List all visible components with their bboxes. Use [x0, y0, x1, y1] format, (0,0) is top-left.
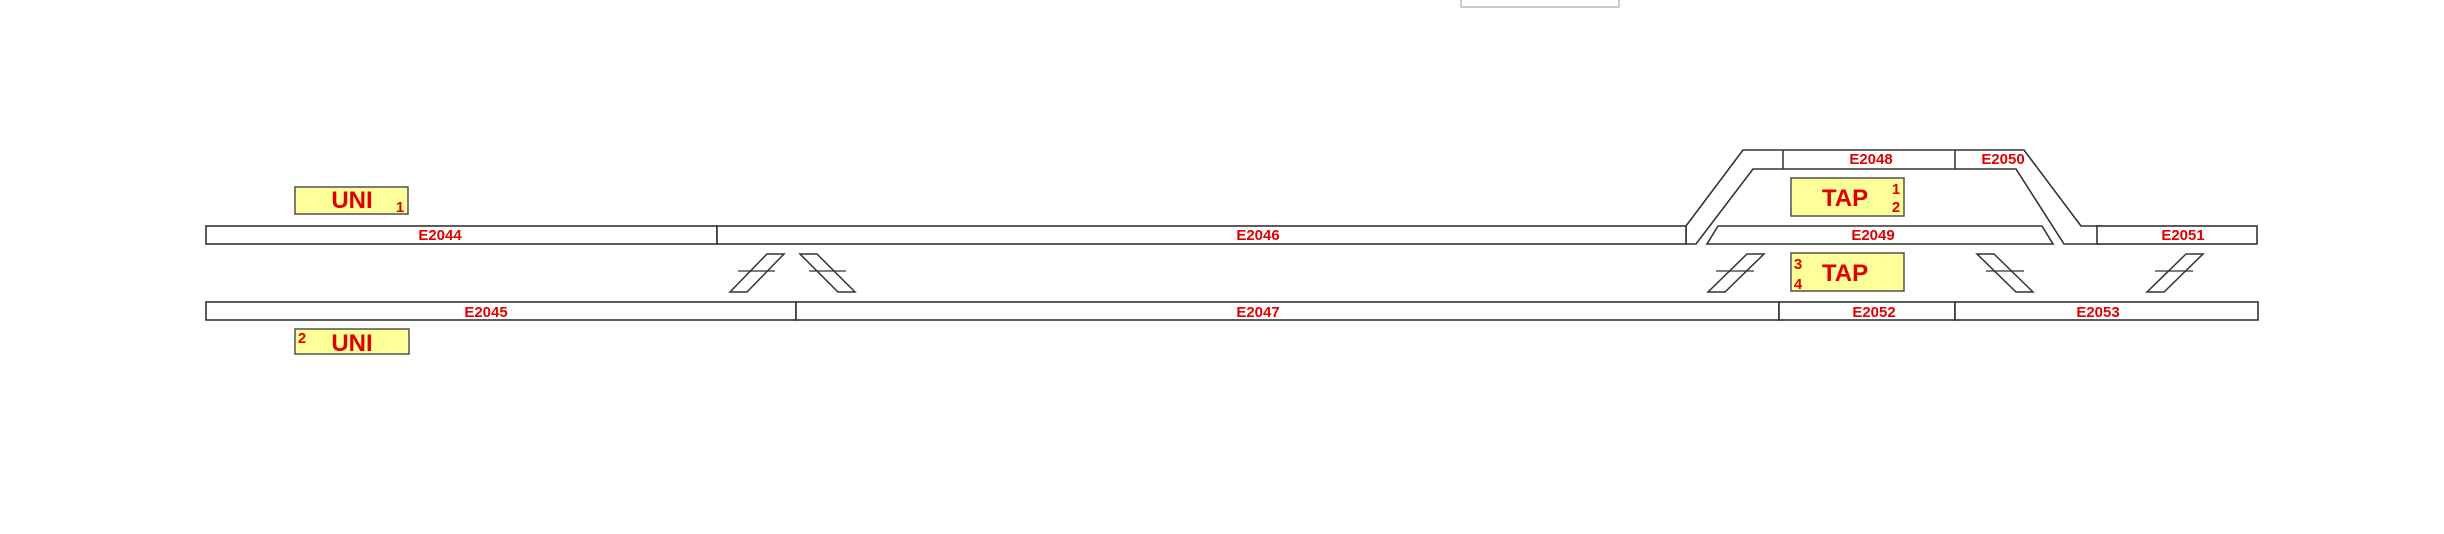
crossover-switch-1[interactable] — [728, 253, 786, 293]
crossover-switch-4[interactable] — [1975, 253, 2035, 293]
section-label-e2052: E2052 — [1852, 304, 1895, 321]
station-uni-platform-1[interactable]: UNI 1 — [294, 186, 409, 216]
section-label-e2044: E2044 — [418, 227, 462, 244]
station-tap-platform-1-2[interactable]: TAP 1 2 — [1790, 177, 1905, 217]
platform-number: 1 — [396, 199, 404, 216]
station-name: TAP — [1822, 185, 1868, 212]
platform-number-2: 2 — [1892, 199, 1900, 216]
crossover-switch-2[interactable] — [798, 253, 857, 293]
platform-number: 2 — [298, 330, 306, 347]
section-label-e2048: E2048 — [1849, 151, 1892, 168]
track-section-e2047[interactable] — [795, 301, 1780, 321]
section-label-e2047: E2047 — [1236, 304, 1279, 321]
section-label-e2049: E2049 — [1851, 227, 1894, 244]
section-label-e2045: E2045 — [464, 304, 507, 321]
crossover-switch-5[interactable] — [2145, 253, 2205, 293]
top-frame-edge — [1460, 0, 1620, 8]
track-section-e2051[interactable] — [2096, 225, 2258, 245]
section-label-e2053: E2053 — [2076, 304, 2119, 321]
section-label-e2046: E2046 — [1236, 227, 1279, 244]
crossover-switch-3[interactable] — [1706, 253, 1766, 293]
platform-number-4: 4 — [1794, 276, 1803, 293]
station-name: UNI — [331, 187, 372, 214]
track-section-e2046[interactable] — [716, 225, 1687, 245]
station-uni-platform-2[interactable]: UNI 2 — [294, 328, 410, 357]
station-name: UNI — [331, 330, 372, 357]
station-name: TAP — [1822, 260, 1868, 287]
platform-number-3: 3 — [1794, 256, 1802, 273]
platform-number-1: 1 — [1892, 181, 1900, 198]
station-tap-platform-3-4[interactable]: TAP 3 4 — [1790, 252, 1905, 293]
section-label-e2050: E2050 — [1981, 151, 2024, 168]
track-section-e2049[interactable] — [1705, 225, 2055, 245]
section-label-e2051: E2051 — [2161, 227, 2204, 244]
track-section-e2053[interactable] — [1954, 301, 2259, 321]
